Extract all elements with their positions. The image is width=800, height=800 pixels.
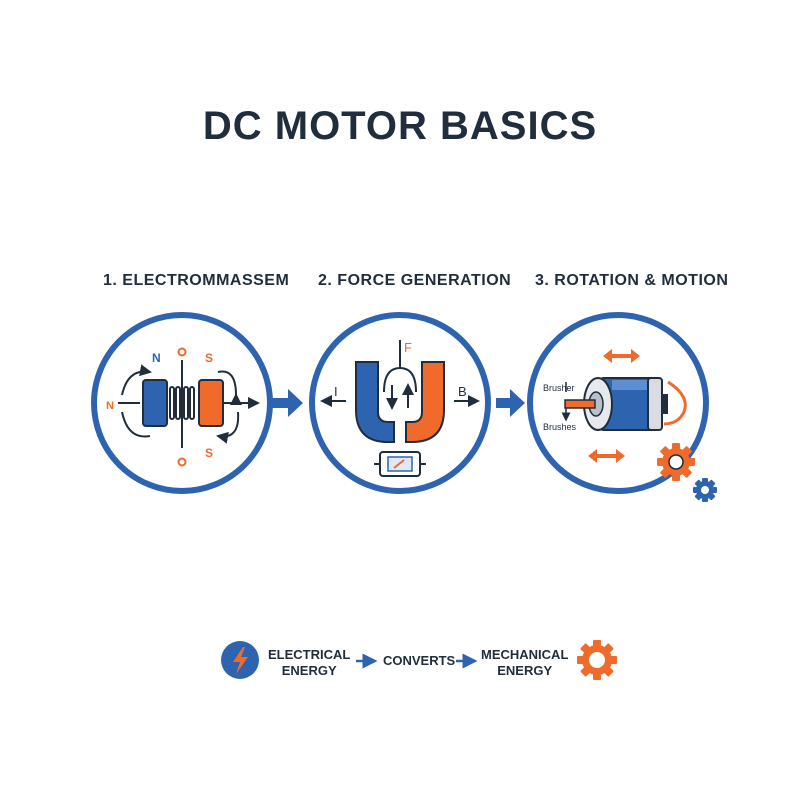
mechanical-line-2: ENERGY — [497, 663, 553, 678]
step-1-label: 1. ELECTROMMASSEM — [103, 272, 290, 289]
motor-icon — [374, 451, 426, 477]
north-label-top: N — [152, 351, 161, 365]
arrow-right-icon — [272, 389, 303, 417]
south-label-bottom: S — [205, 446, 213, 460]
force-label: F — [404, 340, 412, 355]
mechanical-energy-label: MECHANICAL ENERGY — [481, 647, 568, 679]
north-label-left: N — [106, 400, 114, 412]
footer-gear-icon — [577, 640, 617, 680]
magnet-field-diagram: N N S S — [106, 347, 260, 467]
lightning-icon — [221, 641, 259, 679]
field-label: B — [458, 384, 467, 399]
electrical-line-1: ELECTRICAL — [268, 647, 351, 662]
electrical-line-2: ENERGY — [281, 663, 337, 678]
step-2-circle — [309, 312, 491, 494]
gear-icon — [657, 443, 695, 481]
small-gear-icon — [693, 478, 717, 502]
electrical-energy-label: ELECTRICAL ENERGY — [268, 647, 350, 679]
brush-label-bottom: Brushes — [543, 422, 577, 432]
step-2-label: 2. FORCE GENERATION — [318, 272, 512, 289]
south-label-top: S — [205, 351, 213, 365]
arrow-right-icon-2 — [496, 389, 525, 417]
page-title: DC MOTOR BASICS — [202, 104, 598, 148]
step-3-label: 3. ROTATION & MOTION — [535, 272, 729, 289]
brush-label-top: Brusher — [543, 383, 575, 393]
current-label: I — [334, 384, 338, 399]
mechanical-line-1: MECHANICAL — [481, 647, 569, 662]
rotation-diagram: Brusher Brushes — [543, 349, 687, 463]
converts-label: CONVERTS — [383, 653, 456, 668]
force-diagram: F I B — [320, 340, 480, 443]
